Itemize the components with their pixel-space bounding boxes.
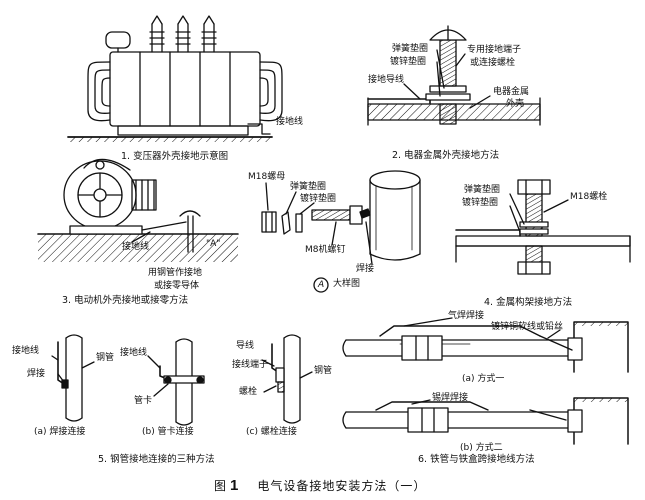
p5b-clamp-label: 管卡 — [134, 396, 153, 406]
p2-shell-label-2: 外壳 — [506, 99, 525, 109]
pipe-clamp-drawing — [147, 338, 205, 426]
detail-title: 大样图 — [333, 279, 361, 289]
p4-caption: 4. 金属构架接地方法 — [484, 297, 573, 308]
p5c-pipe-label: 钢管 — [314, 366, 333, 376]
figure-title-text: 电气设备接地安装方法（一） — [257, 479, 427, 493]
figure-title-label: 图 — [214, 479, 228, 493]
p3-pipe-label-2: 或接零导体 — [154, 281, 200, 291]
p3-detail-mark: "A" — [206, 239, 221, 249]
p5a-pipe-label: 钢管 — [96, 353, 115, 363]
p2-shell-label-1: 电器金属 — [493, 87, 530, 97]
p2-terminal-label-1: 专用接地端子 — [467, 45, 522, 55]
p2-terminal-label-2: 或连接螺栓 — [470, 58, 516, 68]
detail-drawing — [261, 170, 421, 293]
p5c-wire-label: 导线 — [236, 341, 255, 351]
detail-weld-label: 焊接 — [356, 264, 375, 274]
p6-way2-label: (b) 方式二 — [460, 443, 503, 453]
p6-gas-weld-label: 气焊焊接 — [448, 311, 485, 321]
p6-caption: 6. 铁管与铁盒跨接地线方法 — [418, 454, 535, 465]
p5a-sub-caption: (a) 焊接连接 — [34, 427, 86, 437]
detail-spring-washer-label: 弹簧垫圈 — [290, 182, 327, 192]
p3-caption: 3. 电动机外壳接地或接零方法 — [62, 295, 189, 306]
p4-spring-washer-label: 弹簧垫圈 — [464, 185, 501, 195]
shell-grounding-drawing — [367, 25, 541, 126]
jumper-way1-drawing — [342, 317, 629, 373]
p2-galvanized-washer-label: 镀锌垫圈 — [390, 57, 427, 67]
frame-grounding-drawing — [455, 179, 631, 275]
p3-pipe-label-1: 用钢管作接地 — [148, 268, 203, 278]
p2-caption: 2. 电器金属外壳接地方法 — [392, 150, 500, 161]
p6-tin-weld-label: 锡焊焊接 — [432, 393, 469, 403]
figure-title-number: 1 — [230, 477, 240, 494]
jumper-way2-drawing — [342, 397, 629, 445]
pipe-welding-drawing — [51, 334, 95, 422]
p1-caption: 1. 变压器外壳接地示意图 — [121, 151, 229, 162]
p5b-ground-label: 接地线 — [120, 348, 148, 358]
p5c-bolt-label: 螺栓 — [239, 387, 258, 397]
p2-spring-washer-label: 弹簧垫圈 — [392, 44, 429, 54]
detail-circle-letter: A — [318, 280, 325, 290]
pipe-bolt-drawing — [261, 334, 313, 424]
detail-nut-label: M18螺母 — [248, 172, 286, 182]
motor-drawing — [37, 158, 239, 262]
p6-way1-label: (a) 方式一 — [462, 374, 505, 384]
p1-ground-wire-label: 接地线 — [276, 117, 304, 127]
p5a-weld-label: 焊接 — [27, 369, 46, 379]
transformer-drawing — [67, 15, 283, 142]
p5c-terminal-label: 接线端子 — [232, 360, 269, 370]
detail-screw-label: M8机螺钉 — [305, 245, 346, 255]
detail-galvanized-washer-label: 镀锌垫圈 — [300, 194, 337, 204]
p2-ground-wire-label: 接地导线 — [368, 75, 405, 85]
p5b-sub-caption: (b) 管卡连接 — [142, 427, 194, 437]
p4-galvanized-washer-label: 镀锌垫圈 — [462, 198, 499, 208]
p6-copper-label: 镀锌铜软线或铅丝 — [491, 322, 564, 332]
p5-caption: 5. 钢管接地连接的三种方法 — [98, 454, 215, 465]
p5a-ground-label: 接地线 — [12, 346, 40, 356]
p5c-sub-caption: (c) 螺栓连接 — [246, 427, 297, 437]
p3-ground-wire-label: 接地线 — [122, 242, 150, 252]
p4-bolt-label: M18螺栓 — [570, 192, 608, 202]
